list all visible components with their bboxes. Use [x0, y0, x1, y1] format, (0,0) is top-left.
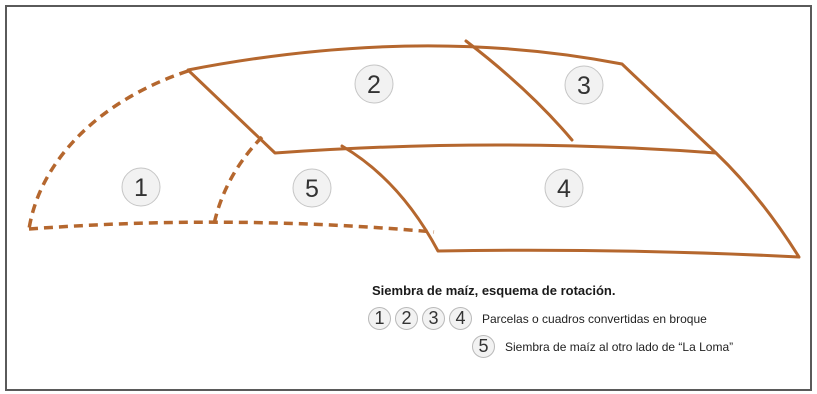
parcel-2-3-divider: [464, 39, 574, 142]
region-2-marker: 2: [354, 64, 394, 104]
region-2-label: 2: [367, 71, 381, 99]
region-1-label: 1: [134, 174, 148, 202]
legend-text-other-side: Siembra de maíz al otro lado de “La Loma…: [505, 339, 734, 354]
legend-badge-3: 3: [422, 307, 445, 330]
legend-row-parcels: 1 2 3 4 Parcelas o cuadros convertidas e…: [368, 307, 798, 330]
dashed-ground-line: [28, 220, 435, 234]
region-1-marker: 1: [121, 167, 161, 207]
legend-badge-4: 4: [449, 307, 472, 330]
dashed-outer-arc: [27, 69, 189, 230]
region-4-marker: 4: [544, 168, 584, 208]
legend-title: Siembra de maíz, esquema de rotación.: [372, 283, 616, 298]
legend-badge-2: 2: [395, 307, 418, 330]
dashed-divider: [212, 135, 264, 225]
legend-row-other-side: 5 Siembra de maíz al otro lado de “La Lo…: [472, 335, 798, 358]
parcel-2-3-outline: [186, 44, 718, 155]
legend-badge-1: 1: [368, 307, 391, 330]
region-3-label: 3: [577, 72, 591, 100]
legend: Siembra de maíz, esquema de rotación. 1 …: [368, 283, 798, 363]
region-5-label: 5: [305, 175, 319, 203]
region-5-marker: 5: [292, 168, 332, 208]
legend-text-parcels: Parcelas o cuadros convertidas en broque: [482, 311, 707, 326]
region-4-label: 4: [557, 175, 571, 203]
legend-badge-5: 5: [472, 335, 495, 358]
region-3-marker: 3: [564, 65, 604, 105]
parcel-4-5-outline: [340, 144, 801, 259]
